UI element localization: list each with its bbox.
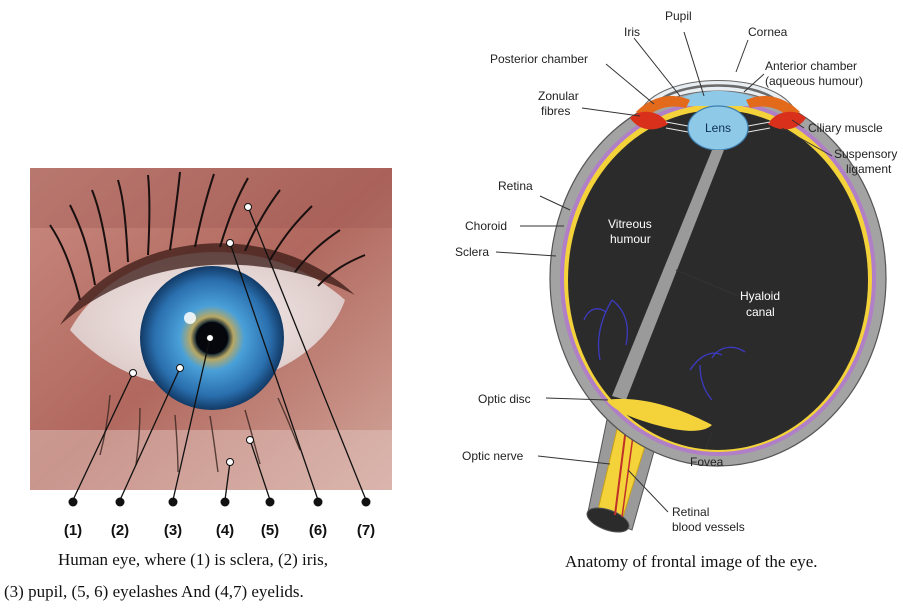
label-canal: canal xyxy=(746,305,775,319)
label-retina: Retina xyxy=(498,179,533,193)
label-ligament: ligament xyxy=(846,162,892,176)
label-blood-vessels: blood vessels xyxy=(672,520,745,534)
marker-2: (2) xyxy=(111,522,129,539)
label-choroid: Choroid xyxy=(465,219,507,233)
marker-4: (4) xyxy=(216,522,234,539)
marker-6: (6) xyxy=(309,522,327,539)
label-pupil: Pupil xyxy=(665,9,692,23)
marker-3: (3) xyxy=(164,522,182,539)
left-caption-line-1: Human eye, where (1) is sclera, (2) iris… xyxy=(58,550,328,570)
label-fibres: fibres xyxy=(541,104,570,118)
label-retinal: Retinal xyxy=(672,505,709,519)
label-zonular: Zonular xyxy=(538,89,579,103)
label-optic-nerve: Optic nerve xyxy=(462,449,524,463)
label-optic-disc: Optic disc xyxy=(478,392,531,406)
label-fovea: Fovea xyxy=(690,455,724,469)
label-hyaloid: Hyaloid xyxy=(740,289,780,303)
marker-1: (1) xyxy=(64,522,82,539)
label-vitreous-humour: humour xyxy=(610,232,651,246)
label-vitreous: Vitreous xyxy=(608,217,652,231)
label-sclera: Sclera xyxy=(455,245,489,259)
label-aqueous-humour: (aqueous humour) xyxy=(765,74,863,88)
left-caption-line-2: (3) pupil, (5, 6) eyelashes And (4,7) ey… xyxy=(4,582,304,602)
label-anterior-chamber: Anterior chamber xyxy=(765,59,857,73)
left-end-dots xyxy=(69,498,371,507)
marker-7: (7) xyxy=(357,522,375,539)
marker-5: (5) xyxy=(261,522,279,539)
label-cornea: Cornea xyxy=(748,25,788,39)
label-suspensory: Suspensory xyxy=(834,147,897,161)
label-iris: Iris xyxy=(624,25,640,39)
label-lens: Lens xyxy=(705,121,731,135)
eye-photo xyxy=(30,168,392,490)
right-caption: Anatomy of frontal image of the eye. xyxy=(565,552,818,572)
label-posterior-chamber: Posterior chamber xyxy=(490,52,588,66)
label-ciliary-muscle: Ciliary muscle xyxy=(808,121,883,135)
